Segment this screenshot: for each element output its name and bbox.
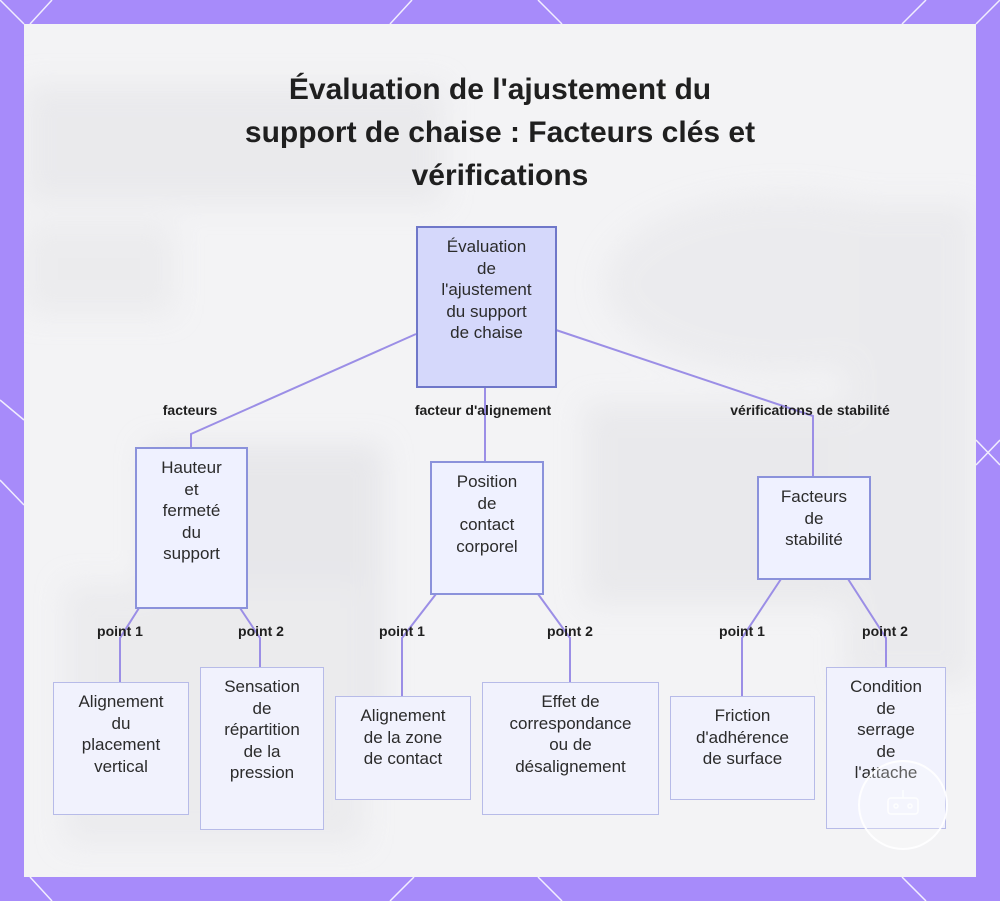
node-text: de	[876, 741, 896, 761]
node-root: Évaluation de l'ajustement du support de…	[416, 226, 557, 388]
edge-position-alignement-contact	[401, 593, 437, 696]
node-text: Alignement	[360, 706, 446, 725]
node-text: du	[111, 713, 131, 733]
edge-position-effet	[537, 593, 571, 682]
node-text: de	[876, 698, 896, 718]
title-line: support de chaise : Facteurs clés et	[244, 116, 756, 149]
node-text: de la zone	[363, 727, 443, 747]
node-text: support	[163, 544, 220, 563]
node-text: ou de	[549, 735, 592, 754]
node-position-contact: Position de contact corporel	[430, 461, 544, 595]
node-text: Alignement	[78, 692, 164, 711]
node-text: de	[477, 493, 497, 513]
node-text: Friction	[714, 706, 771, 725]
node-sensation-pression: Sensation de répartition de la pression	[200, 667, 324, 830]
edge-root-hauteur	[190, 333, 417, 447]
node-hauteur-fermete: Hauteur et fermeté du support	[135, 447, 248, 609]
node-text: de	[477, 258, 496, 278]
node-text: désalignement	[515, 756, 626, 776]
node-text: Sensation	[224, 677, 300, 696]
node-text: Évaluation	[446, 237, 527, 256]
node-text: du support	[446, 301, 527, 321]
node-alignement-vertical: Alignement du placement vertical	[53, 682, 189, 815]
edge-label-point-1: point 1	[719, 623, 765, 639]
title-line: vérifications	[411, 159, 589, 192]
node-text: Effet de	[541, 692, 600, 711]
node-text: de	[252, 698, 272, 718]
title-line: Évaluation de l'ajustement du	[288, 73, 712, 106]
node-text: Condition	[850, 677, 922, 696]
node-facteurs-stabilite: Facteurs de stabilité	[757, 476, 871, 580]
node-text: stabilité	[785, 530, 843, 549]
node-text: correspondance	[509, 713, 632, 733]
node-effet-correspondance: Effet de correspondance ou de désalignem…	[482, 682, 659, 815]
edge-stabilite-condition	[847, 578, 887, 667]
node-text: contact	[459, 515, 515, 534]
edge-label-point-2: point 2	[862, 623, 908, 639]
diagram-title: Évaluation de l'ajustement du support de…	[24, 68, 976, 197]
node-text: Hauteur	[161, 458, 222, 477]
node-text: de la	[243, 741, 281, 761]
node-text: et	[184, 479, 199, 499]
node-text: de	[804, 508, 824, 528]
edge-hauteur-sensation	[239, 607, 261, 667]
edge-stabilite-friction	[741, 578, 782, 696]
node-friction-surface: Friction d'adhérence de surface	[670, 696, 815, 800]
node-text: l'ajustement	[441, 280, 532, 299]
node-text: corporel	[456, 536, 518, 556]
node-text: d'adhérence	[695, 727, 790, 747]
node-text: placement	[81, 735, 161, 754]
edge-label-point-2: point 2	[238, 623, 284, 639]
node-text: répartition	[224, 720, 300, 739]
edge-hauteur-alignement-vertical	[119, 607, 140, 682]
node-text: de chaise	[450, 323, 523, 342]
node-text: fermeté	[162, 501, 221, 520]
node-text: Facteurs	[780, 487, 848, 506]
edge-label-point-2: point 2	[547, 623, 593, 639]
node-text: serrage	[857, 720, 915, 739]
node-text: du	[182, 522, 201, 542]
edge-label-verifications: vérifications de stabilité	[730, 402, 890, 418]
watermark-badge-icon	[858, 760, 948, 850]
node-alignement-zone-contact: Alignement de la zone de contact	[335, 696, 471, 800]
edge-label-point-1: point 1	[379, 623, 425, 639]
node-text: de contact	[363, 749, 443, 768]
connector-lines	[119, 329, 887, 696]
edge-label-point-1: point 1	[97, 623, 143, 639]
edge-root-stabilite	[555, 329, 814, 476]
edge-label-facteurs: facteurs	[162, 402, 218, 418]
node-text: vertical	[94, 756, 148, 776]
diagram-card: Évaluation de l'ajustement du support de…	[24, 24, 976, 877]
node-text: de surface	[702, 749, 783, 768]
edge-label-facteur-alignement: facteur d'alignement	[414, 402, 552, 418]
node-text: pression	[229, 763, 295, 782]
node-text: Position	[456, 472, 518, 491]
